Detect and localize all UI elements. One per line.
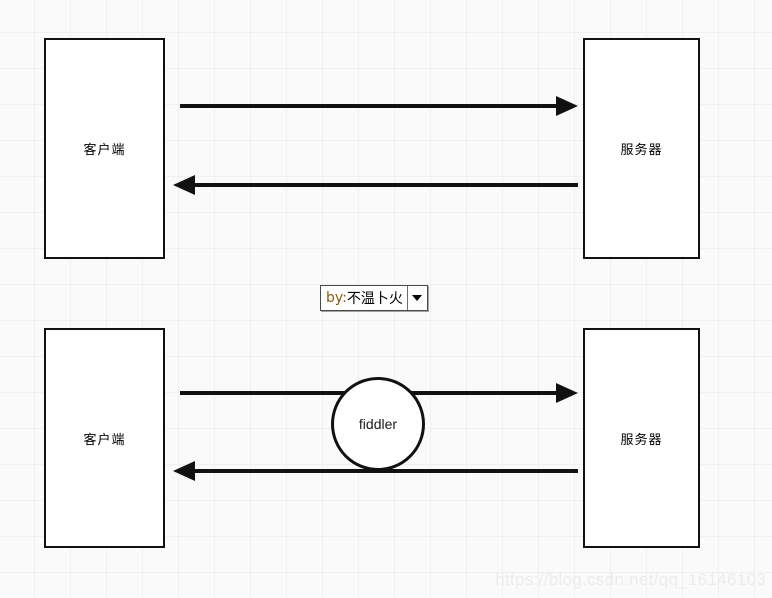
node-proxy-label: fiddler — [358, 416, 398, 432]
caret-shape — [412, 295, 423, 301]
node-client-bottom-label: 客户端 — [83, 432, 126, 448]
signature-value: by:不温卜火 — [321, 286, 407, 310]
node-server-bottom-label: 服务器 — [620, 432, 663, 448]
node-server-bottom: 服务器 — [583, 328, 700, 548]
watermark-text: https://blog.csdn.net/qq_16146103 — [495, 570, 766, 589]
node-proxy-fiddler: fiddler — [331, 377, 425, 471]
signature-author: 不温卜火 — [346, 291, 403, 307]
node-client-top: 客户端 — [44, 38, 165, 259]
chevron-down-icon[interactable] — [406, 286, 427, 310]
node-server-top-label: 服务器 — [620, 143, 663, 158]
arrow-top-response — [173, 175, 578, 195]
node-server-top: 服务器 — [583, 38, 700, 259]
node-client-bottom: 客户端 — [44, 328, 165, 548]
signature-prefix: by: — [326, 290, 347, 306]
arrow-top-request — [180, 96, 578, 116]
signature-combobox[interactable]: by:不温卜火 — [320, 285, 428, 311]
node-client-top-label: 客户端 — [83, 143, 126, 158]
